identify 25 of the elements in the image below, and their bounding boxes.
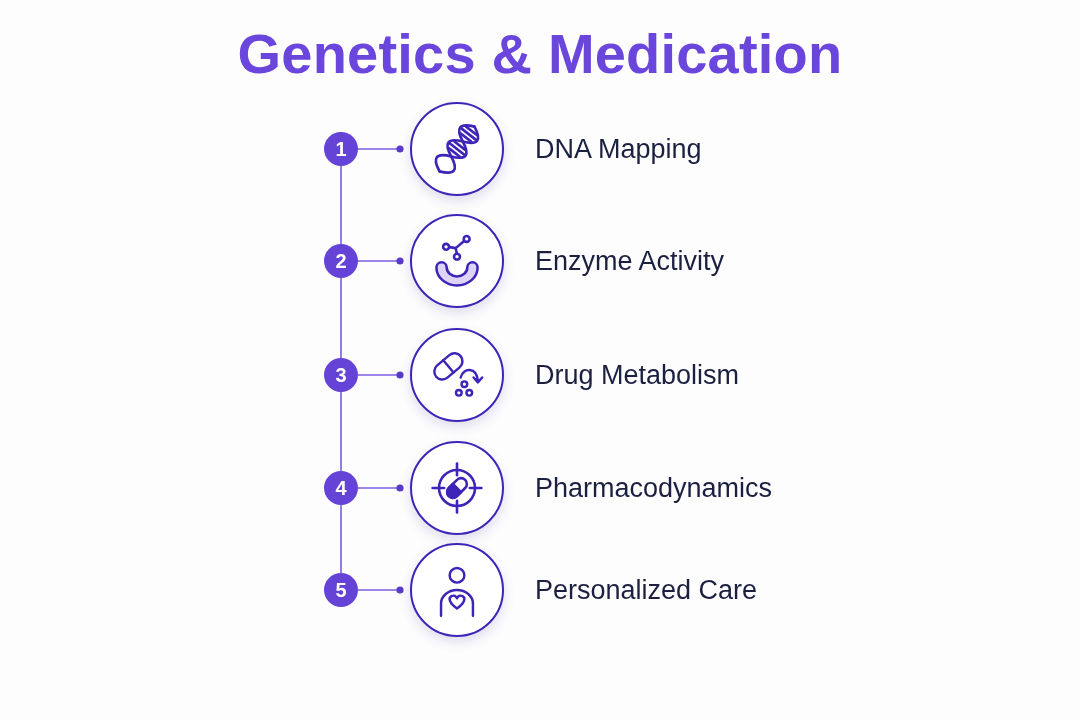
connector-line — [357, 257, 404, 265]
step-label: Pharmacodynamics — [535, 472, 773, 504]
step-number-circle: 3 — [324, 358, 358, 392]
step-number-circle: 1 — [324, 132, 358, 166]
step-label: Drug Metabolism — [535, 359, 740, 391]
connector-line — [340, 391, 342, 472]
connector-line — [357, 586, 404, 594]
step-label: Enzyme Activity — [535, 245, 725, 277]
step-icon-circle — [410, 441, 504, 535]
title: Genetics & Medication — [237, 22, 843, 87]
step-icon-circle — [410, 328, 504, 422]
step-icon-circle — [410, 102, 504, 196]
connector-line — [340, 277, 342, 359]
connector-line — [340, 504, 342, 574]
step-number-circle: 4 — [324, 471, 358, 505]
step-number-circle: 2 — [324, 244, 358, 278]
connector-line — [340, 165, 342, 245]
step-label: DNA Mapping — [535, 133, 702, 165]
step-icon-circle — [410, 543, 504, 637]
connector-line — [357, 145, 404, 153]
step-label: Personalized Care — [535, 574, 758, 606]
step-number-circle: 5 — [324, 573, 358, 607]
connector-line — [357, 371, 404, 379]
step-icon-circle — [410, 214, 504, 308]
connector-line — [357, 484, 404, 492]
